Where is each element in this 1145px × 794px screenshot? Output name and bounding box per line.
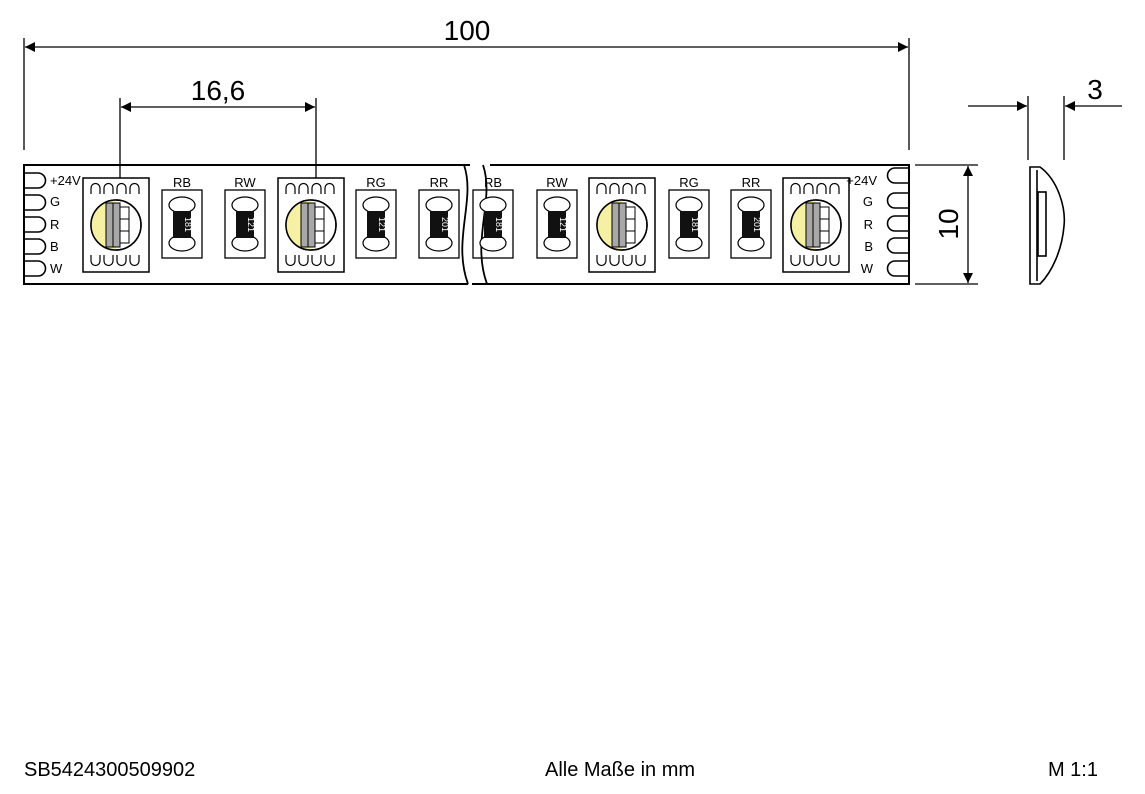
strip-components-left: RB 181 RW 121 RG 121 RR 201 — [82, 175, 460, 273]
resistor-code: 201 — [752, 217, 762, 232]
led-package — [277, 177, 345, 273]
resistor-label: RR — [742, 175, 761, 190]
smd-resistor: RB 181 — [472, 175, 514, 259]
smd-resistor: RW 121 — [224, 175, 266, 259]
units-note: Alle Maße in mm — [544, 759, 696, 781]
dimension-total-length: 100 — [23, 15, 910, 150]
dimension-height-value: 3 — [1087, 74, 1103, 105]
resistor-label: RW — [546, 175, 568, 190]
resistor-label: RB — [484, 175, 502, 190]
terminal-labels-left: +24V G R B W — [50, 173, 81, 276]
strip-profile-view — [1029, 166, 1066, 285]
resistor-label: RR — [430, 175, 449, 190]
scale-note: M 1:1 — [1047, 759, 1098, 781]
resistor-label: RB — [173, 175, 191, 190]
resistor-code: 181 — [183, 217, 193, 232]
dimension-width: 10 — [915, 164, 978, 285]
terminal-label-r: R — [50, 217, 59, 232]
strip-outline — [23, 164, 910, 285]
smd-resistor: RB 181 — [161, 175, 203, 259]
smd-resistor: RW 121 — [536, 175, 578, 259]
led-chip-cells — [300, 202, 325, 248]
terminal-label-g: G — [50, 194, 60, 209]
led-chip-cells — [105, 202, 130, 248]
resistor-label: RW — [234, 175, 256, 190]
resistor-label: RG — [679, 175, 699, 190]
terminal-label-g-right: G — [863, 194, 873, 209]
terminal-labels-right: +24V G R B W — [846, 173, 877, 276]
terminal-label-b: B — [50, 239, 59, 254]
smd-resistor: RR 201 — [418, 175, 460, 259]
article-number: SB5424300509902 — [24, 759, 196, 781]
terminal-label-w-right: W — [861, 261, 874, 276]
resistor-code: 181 — [690, 217, 700, 232]
terminal-label-w: W — [50, 261, 63, 276]
led-package — [82, 177, 150, 273]
terminal-label-plus: +24V — [50, 173, 81, 188]
dimension-height: 3 — [968, 74, 1122, 160]
terminal-label-b-right: B — [864, 239, 873, 254]
resistor-code: 121 — [558, 217, 568, 232]
resistor-label: RG — [366, 175, 386, 190]
strip-components-right: RB 181 RW 121 RG 181 RR 201 — [472, 175, 850, 273]
smd-resistor: RG 121 — [355, 175, 397, 259]
strip-break-mark — [461, 164, 488, 285]
led-chip-cells — [611, 202, 636, 248]
led-package — [588, 177, 656, 273]
resistor-code: 201 — [440, 217, 450, 232]
dimension-total-length-value: 100 — [444, 15, 491, 46]
smd-resistor: RR 201 — [730, 175, 772, 259]
resistor-code: 121 — [377, 217, 387, 232]
terminal-label-r-right: R — [864, 217, 873, 232]
dimension-segment-pitch-value: 16,6 — [191, 75, 246, 106]
dimension-width-value: 10 — [933, 208, 964, 239]
smd-resistor: RG 181 — [668, 175, 710, 259]
led-package — [782, 177, 850, 273]
terminal-label-plus-right: +24V — [846, 173, 877, 188]
resistor-code: 181 — [494, 217, 504, 232]
resistor-code: 121 — [246, 217, 256, 232]
solder-pads-left — [24, 172, 47, 277]
led-chip-cells — [805, 202, 830, 248]
dimension-segment-pitch: 16,6 — [119, 75, 317, 178]
solder-pads-right — [886, 167, 909, 277]
